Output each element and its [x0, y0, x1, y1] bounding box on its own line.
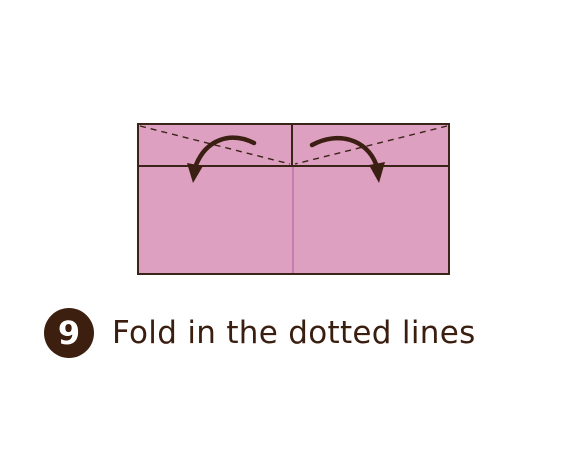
fold-line-left: [139, 125, 291, 165]
paper-top-flap: [137, 123, 450, 167]
step-caption: 9 Fold in the dotted lines: [44, 308, 476, 358]
fold-line-right: [294, 125, 448, 165]
curved-arrow-right-icon: [309, 135, 385, 183]
curved-arrow-left-icon: [187, 135, 257, 183]
step-number-badge: 9: [44, 308, 94, 358]
step-instruction: Fold in the dotted lines: [112, 315, 476, 351]
